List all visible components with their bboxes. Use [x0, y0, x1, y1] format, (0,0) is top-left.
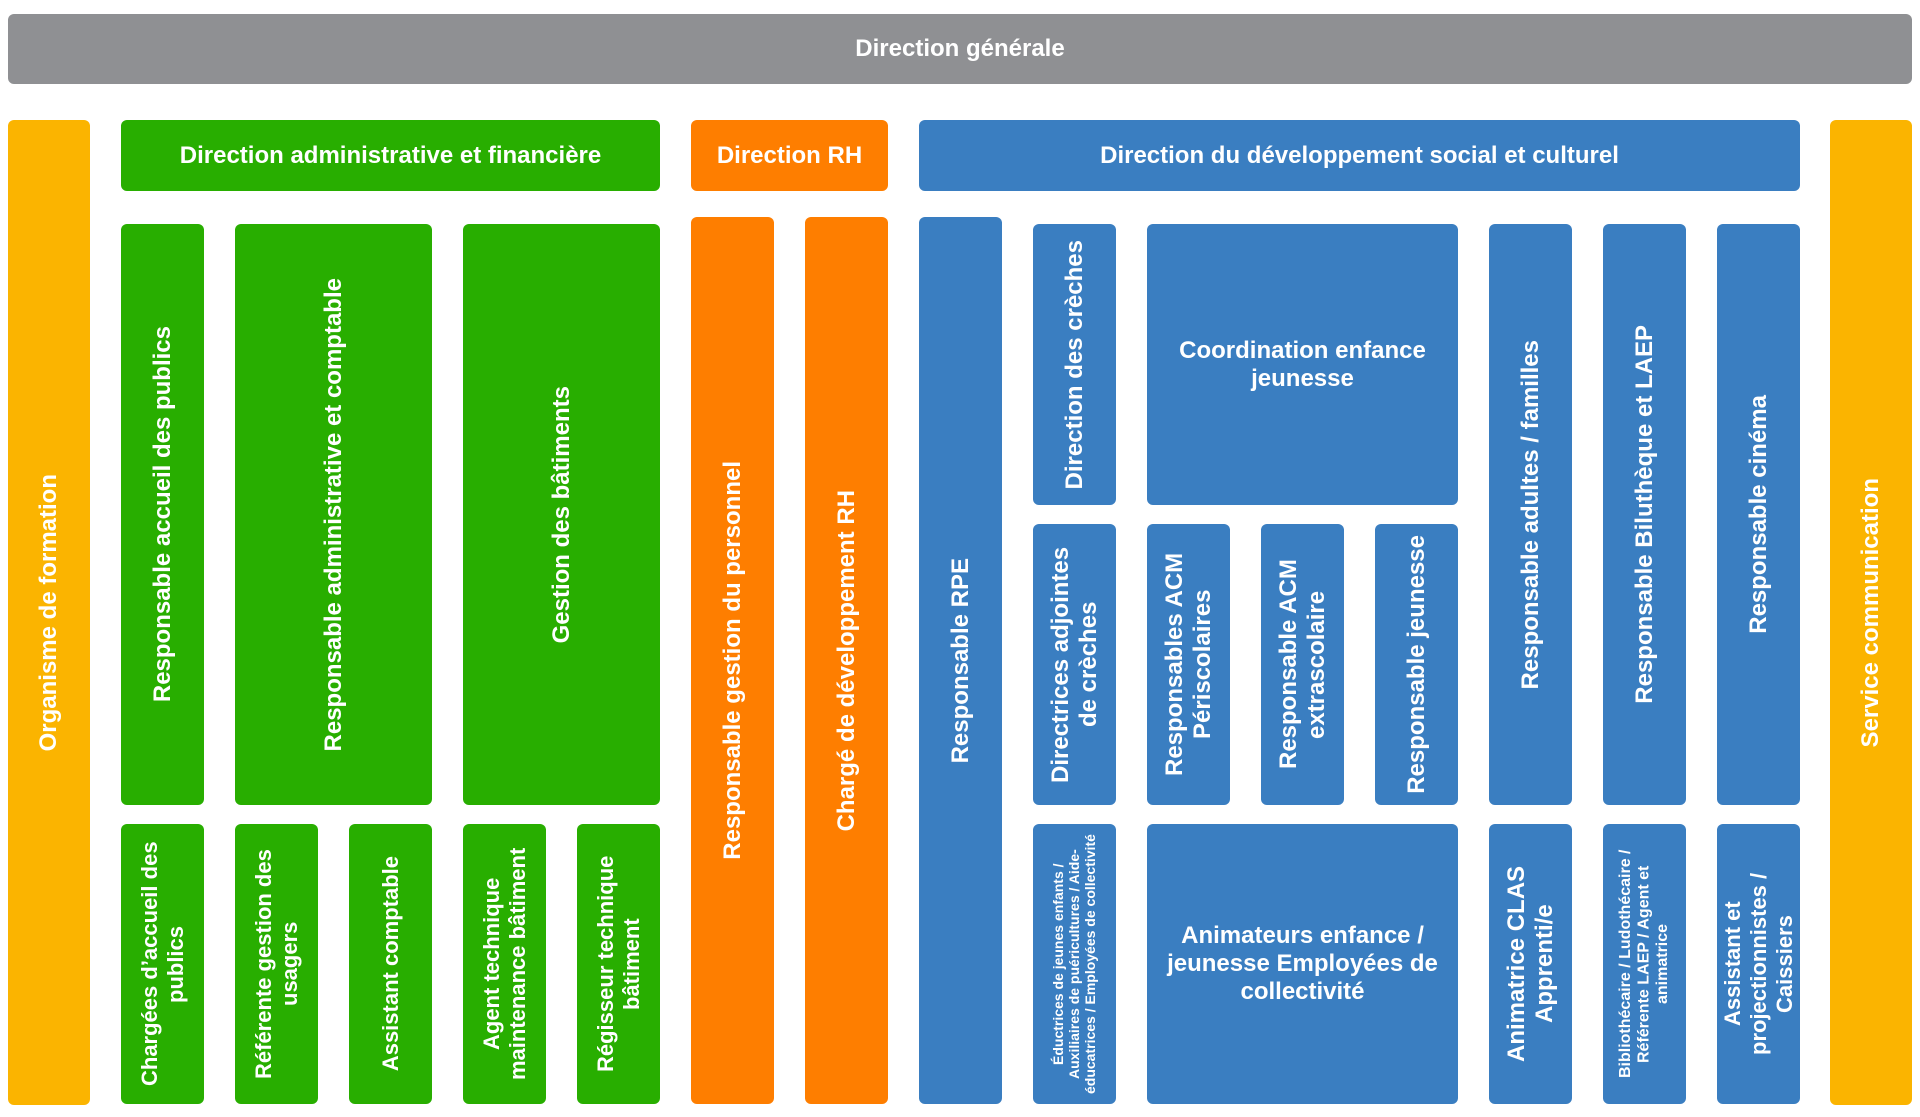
direction-administrative-box: Direction administrative et financière [121, 120, 660, 191]
responsable-rpe-label: Responsable RPE [946, 557, 974, 764]
gestion-batiments-box: Gestion des bâtiments [463, 224, 660, 805]
responsable-cinema-box: Responsable cinéma [1717, 224, 1800, 805]
educatrices-box: Éductrices de jeunes enfants / Auxiliair… [1033, 824, 1116, 1104]
chargees-accueil-label: Chargées d’accueil des publics [136, 841, 188, 1087]
organisme-formation-label: Organisme de formation [35, 473, 62, 752]
acm-extrascolaire-label: Responsable ACM extrascolaire [1274, 559, 1330, 770]
coordination-enfance-jeunesse-box: Coordination enfance jeunesse [1147, 224, 1458, 505]
acm-periscolaires-box: Responsables ACM Périscolaires [1147, 524, 1230, 805]
direction-generale-label: Direction générale [855, 35, 1065, 62]
gestion-batiments-label: Gestion des bâtiments [547, 385, 575, 644]
direction-social-box: Direction du développement social et cul… [919, 120, 1800, 191]
animatrice-clas-box: Animatrice CLAS Apprenti/e [1489, 824, 1572, 1104]
regisseur-technique-label: Régisseur technique bâtiment [592, 855, 644, 1073]
responsable-bibliotheque-box: Responsable Biluthèque et LAEP [1603, 224, 1686, 805]
direction-rh-box: Direction RH [691, 120, 888, 191]
service-communication-box: Service communication [1830, 120, 1912, 1105]
assistant-comptable-label: Assistant comptable [377, 856, 403, 1072]
service-communication-label: Service communication [1857, 477, 1884, 748]
responsable-adultes-familles-box: Responsable adultes / familles [1489, 224, 1572, 805]
projectionnistes-box: Assistant et projectionnistes / Caissier… [1717, 824, 1800, 1104]
responsable-gestion-personnel-label: Responsable gestion du personnel [718, 461, 746, 860]
directrices-adjointes-label: Directrices adjointes de crèches [1046, 546, 1102, 783]
direction-creches-box: Direction des crèches [1033, 224, 1116, 505]
educatrices-label: Éductrices de jeunes enfants / Auxiliair… [1050, 834, 1099, 1094]
responsable-bibliotheque-label: Responsable Biluthèque et LAEP [1630, 325, 1658, 704]
responsable-comptable-box: Responsable administrative et comptable [235, 224, 432, 805]
referente-usagers-box: Référente gestion des usagers [235, 824, 318, 1104]
directrices-adjointes-box: Directrices adjointes de crèches [1033, 524, 1116, 805]
bibliothecaire-box: Bibliothécaire / Ludothécaire / Référent… [1603, 824, 1686, 1104]
responsable-rpe-box: Responsable RPE [919, 217, 1002, 1104]
coordination-enfance-jeunesse-label: Coordination enfance jeunesse [1179, 336, 1426, 392]
agent-technique-box: Agent technique maintenance bâtiment [463, 824, 546, 1104]
assistant-comptable-box: Assistant comptable [349, 824, 432, 1104]
bibliothecaire-label: Bibliothécaire / Ludothécaire / Référent… [1616, 849, 1671, 1079]
responsable-cinema-label: Responsable cinéma [1744, 395, 1772, 634]
charge-developpement-rh-label: Chargé de développement RH [832, 489, 860, 832]
direction-creches-label: Direction des crèches [1060, 239, 1088, 490]
chargees-accueil-box: Chargées d’accueil des publics [121, 824, 204, 1104]
responsable-accueil-label: Responsable accueil des publics [148, 326, 176, 703]
animatrice-clas-label: Animatrice CLAS Apprenti/e [1502, 865, 1558, 1063]
animateurs-label: Animateurs enfance / jeunesse Employées … [1167, 922, 1438, 1005]
projectionnistes-label: Assistant et projectionnistes / Caissier… [1719, 872, 1797, 1056]
agent-technique-label: Agent technique maintenance bâtiment [478, 847, 530, 1081]
direction-administrative-label: Direction administrative et financière [179, 141, 602, 169]
animateurs-box: Animateurs enfance / jeunesse Employées … [1147, 824, 1458, 1104]
charge-developpement-rh-box: Chargé de développement RH [805, 217, 888, 1104]
responsable-accueil-box: Responsable accueil des publics [121, 224, 204, 805]
organisme-formation-box: Organisme de formation [8, 120, 90, 1105]
acm-extrascolaire-box: Responsable ACM extrascolaire [1261, 524, 1344, 805]
direction-rh-label: Direction RH [716, 141, 863, 169]
direction-social-label: Direction du développement social et cul… [1100, 141, 1619, 169]
responsable-jeunesse-label: Responsable jeunesse [1402, 535, 1430, 794]
responsable-adultes-familles-label: Responsable adultes / familles [1516, 339, 1544, 690]
acm-periscolaires-label: Responsables ACM Périscolaires [1160, 552, 1216, 777]
referente-usagers-label: Référente gestion des usagers [250, 849, 302, 1079]
direction-generale-box: Direction générale [8, 14, 1912, 84]
responsable-jeunesse-box: Responsable jeunesse [1375, 524, 1458, 805]
responsable-gestion-personnel-box: Responsable gestion du personnel [691, 217, 774, 1104]
regisseur-technique-box: Régisseur technique bâtiment [577, 824, 660, 1104]
responsable-comptable-label: Responsable administrative et comptable [319, 277, 347, 752]
